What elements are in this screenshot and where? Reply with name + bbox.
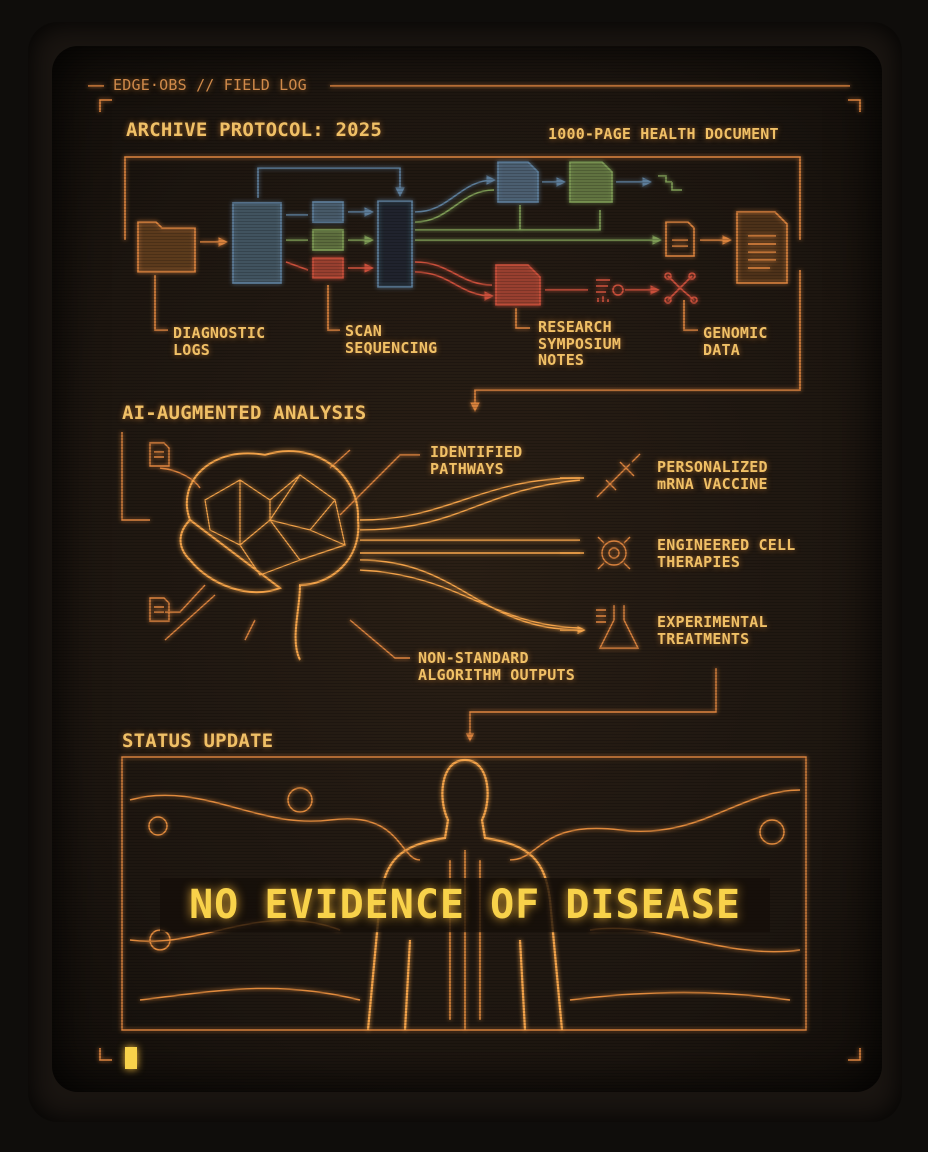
brain-icon xyxy=(179,450,360,661)
corner-bracket xyxy=(99,99,861,1061)
source-label: SCAN SEQUENCING xyxy=(345,322,438,357)
source-label: RESEARCH SYMPOSIUM NOTES xyxy=(538,318,622,369)
analysis-input-label: IDENTIFIED PATHWAYS xyxy=(430,443,523,478)
blue-box xyxy=(312,201,344,223)
document-small-icon xyxy=(149,597,170,622)
archive-title: ARCHIVE PROTOCOL: 2025 xyxy=(126,119,383,141)
status-arrow xyxy=(465,668,717,742)
cell-node xyxy=(759,819,785,845)
archive-output: 1000-PAGE HEALTH DOCUMENT xyxy=(548,125,779,143)
blue-document-icon xyxy=(497,161,539,203)
scan-column xyxy=(232,202,282,284)
syringe-icon xyxy=(596,453,641,498)
outcome-label: ENGINEERED CELL THERAPIES xyxy=(657,536,796,571)
sequencer-column xyxy=(377,200,413,288)
archive-frame xyxy=(124,156,801,410)
source-label: GENOMIC DATA xyxy=(703,324,768,359)
connector-lines xyxy=(121,432,420,659)
flask-icon xyxy=(596,605,640,649)
red-document-icon xyxy=(495,264,541,306)
header-tag: EDGE·OBS // FIELD LOG xyxy=(113,76,307,94)
status-title: STATUS UPDATE xyxy=(122,730,274,752)
data-glyph xyxy=(658,175,682,191)
red-box xyxy=(312,257,344,279)
cell-node xyxy=(287,787,313,813)
leader-lines xyxy=(154,275,698,331)
report-icon xyxy=(665,221,695,257)
outcome-label: EXPERIMENTAL TREATMENTS xyxy=(657,613,768,648)
health-document-icon xyxy=(736,211,788,284)
folder-icon xyxy=(137,221,196,273)
cell-node xyxy=(148,816,168,836)
source-label: DIAGNOSTIC LOGS xyxy=(173,324,266,359)
outcome-label: PERSONALIZED mRNA VACCINE xyxy=(657,458,768,493)
molecule-network-icon xyxy=(664,272,698,304)
analysis-input-label: NON-STANDARD ALGORITHM OUTPUTS xyxy=(418,649,575,684)
analysis-title: AI-AUGMENTED ANALYSIS xyxy=(122,402,367,424)
status-message: NO EVIDENCE OF DISEASE xyxy=(160,878,770,932)
document-small-icon xyxy=(149,442,170,467)
green-document-icon xyxy=(569,161,613,203)
status-panel xyxy=(121,756,807,1031)
cell-icon xyxy=(597,536,631,570)
terminal-cursor xyxy=(125,1047,137,1069)
green-box xyxy=(312,229,344,251)
notes-chart-icon xyxy=(596,279,624,302)
pathway-flows xyxy=(359,477,581,631)
